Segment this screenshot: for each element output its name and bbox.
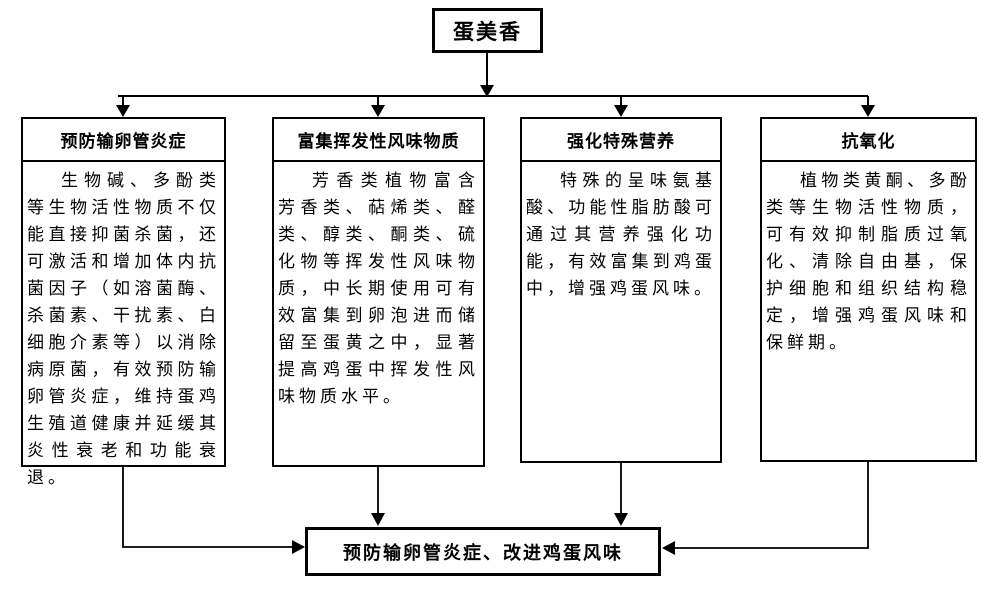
branch-title: 富集挥发性风味物质 — [274, 119, 483, 162]
branch-drop-arrow-4 — [861, 96, 875, 117]
branch-title: 抗氧化 — [762, 119, 975, 162]
branch4-to-outcome-arrow — [662, 462, 869, 555]
outcome-node: 预防输卵管炎症、改进鸡蛋风味 — [305, 527, 661, 576]
root-node: 蛋美香 — [432, 8, 543, 53]
branch-body: 生物碱、多酚类等生物活性物质不仅能直接抑菌杀菌，还可激活和增加体内抗菌因子（如溶… — [27, 171, 220, 487]
branch-drop-arrow-2 — [371, 96, 385, 117]
branch-node-oviduct-inflammation: 预防输卵管炎症 生物碱、多酚类等生物活性物质不仅能直接抑菌杀菌，还可激活和增加体… — [21, 117, 226, 487]
branch-title: 强化特殊营养 — [522, 119, 720, 162]
branch-drop-arrow-1 — [116, 96, 130, 117]
root-to-distribution-arrow — [480, 53, 494, 97]
branch-title: 预防输卵管炎症 — [23, 119, 224, 162]
branch3-to-outcome-arrow — [614, 463, 628, 526]
branch-body: 植物类黄酮、多酚类等生物活性物质，可有效抑制脂质过氧化、清除自由基，保护细胞和组… — [766, 171, 971, 352]
branch-body: 特殊的呈味氨基酸、功能性脂肪酸可通过其营养强化功能，有效富集到鸡蛋中，增强鸡蛋风… — [526, 171, 716, 298]
branch-drop-arrow-3 — [614, 96, 628, 117]
outcome-node-title: 预防输卵管炎症、改进鸡蛋风味 — [343, 542, 623, 563]
root-node-title: 蛋美香 — [453, 19, 522, 44]
branch-node-special-nutrition: 强化特殊营养 特殊的呈味氨基酸、功能性脂肪酸可通过其营养强化功能，有效富集到鸡蛋… — [520, 117, 722, 463]
branch-body: 芳香类植物富含芳香类、萜烯类、醛类、醇类、酮类、硫化物等挥发性风味物质，中长期使… — [278, 171, 479, 406]
branch-node-antioxidant: 抗氧化 植物类黄酮、多酚类等生物活性物质，可有效抑制脂质过氧化、清除自由基，保护… — [760, 117, 977, 462]
branch2-to-outcome-arrow — [371, 467, 385, 526]
branch-node-volatile-flavor: 富集挥发性风味物质 芳香类植物富含芳香类、萜烯类、醛类、醇类、酮类、硫化物等挥发… — [272, 117, 485, 467]
